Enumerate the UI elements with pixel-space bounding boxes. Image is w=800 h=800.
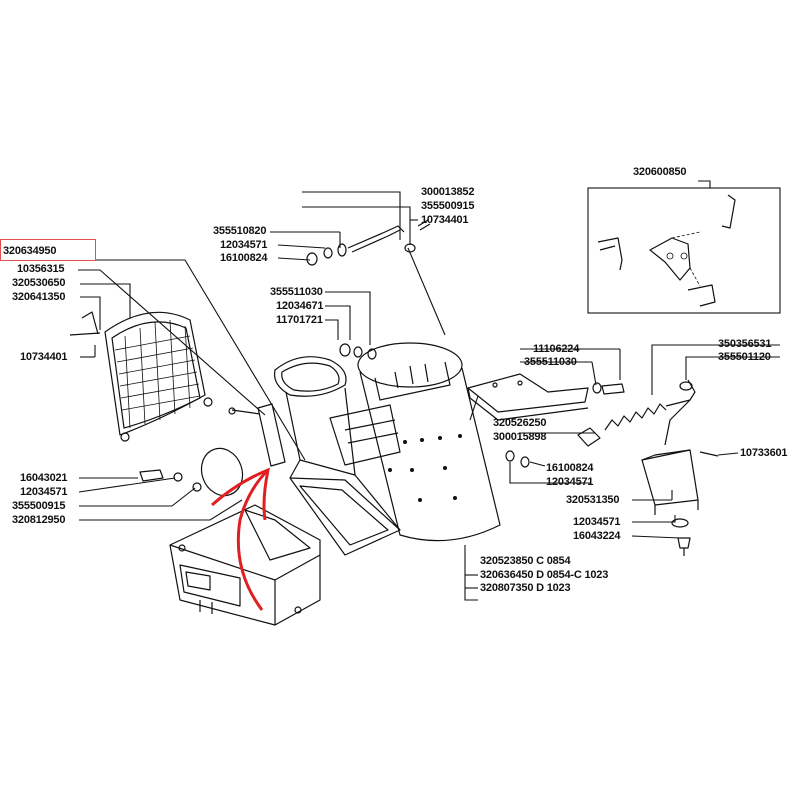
part-label-10356315: 10356315	[17, 263, 65, 275]
part-label-350356531: 350356531	[718, 338, 772, 350]
part-label-320523850: 320523850 C 0854	[480, 555, 571, 567]
part-label-12034571-right: 12034571	[573, 516, 621, 528]
part-label-355510820: 355510820	[213, 225, 267, 237]
part-label-320641350: 320641350	[12, 291, 66, 303]
part-label-320531350: 320531350	[566, 494, 620, 506]
leader-lines-left	[78, 259, 306, 521]
filter-screen	[69, 311, 213, 442]
part-label-320636450: 320636450 D 0854-C 1023	[480, 569, 609, 581]
part-label-320807350: 320807350 D 1023	[480, 582, 571, 594]
part-label-10733601: 10733601	[740, 447, 788, 459]
part-label-355511030-right: 355511030	[524, 356, 577, 368]
leader-lines-top	[270, 191, 446, 345]
part-label-300013852-right: 300013852	[421, 186, 475, 198]
leader-lines-right	[464, 180, 780, 601]
part-label-355500915-left: 355500915	[12, 500, 66, 512]
red-arrow	[211, 467, 271, 611]
part-label-320526250: 320526250	[493, 417, 547, 429]
chute	[273, 356, 401, 556]
main-cylinder	[357, 342, 501, 542]
top-small-parts	[306, 219, 431, 360]
part-label-10734401-top: 10734401	[421, 214, 469, 226]
part-label-11701721: 11701721	[276, 314, 323, 326]
part-label-10734401-left: 10734401	[20, 351, 68, 363]
part-label-16100824-mid: 16100824	[546, 462, 594, 474]
part-label-11106224: 11106224	[533, 343, 580, 355]
part-label-16100824-top: 16100824	[220, 252, 268, 264]
lower-housing	[169, 504, 321, 626]
part-label-320530650: 320530650	[12, 277, 66, 289]
part-label-300015898: 300015898	[493, 431, 547, 443]
part-label-12034571-mid: 12034571	[546, 476, 594, 488]
detail-inset	[587, 187, 781, 314]
part-label-320812950: 320812950	[12, 514, 66, 526]
part-label-355500915-top: 355500915	[421, 200, 475, 212]
part-label-12034571-top: 12034571	[220, 239, 268, 251]
bracket-and-screw	[228, 403, 286, 467]
round-cover	[139, 447, 244, 497]
mounting-plate	[467, 373, 625, 468]
part-label-355501120: 355501120	[718, 351, 771, 363]
part-label-16043021: 16043021	[20, 472, 68, 484]
part-label-320600850: 320600850	[633, 166, 687, 178]
spring-assembly	[604, 379, 719, 556]
part-label-12034671: 12034671	[276, 300, 324, 312]
part-label-355511030-mid: 355511030	[270, 286, 323, 298]
part-label-16043224: 16043224	[573, 530, 621, 542]
part-label-12034571-left: 12034571	[20, 486, 68, 498]
highlight-box	[0, 239, 96, 261]
part-label-320634950: 320634950	[3, 245, 57, 257]
